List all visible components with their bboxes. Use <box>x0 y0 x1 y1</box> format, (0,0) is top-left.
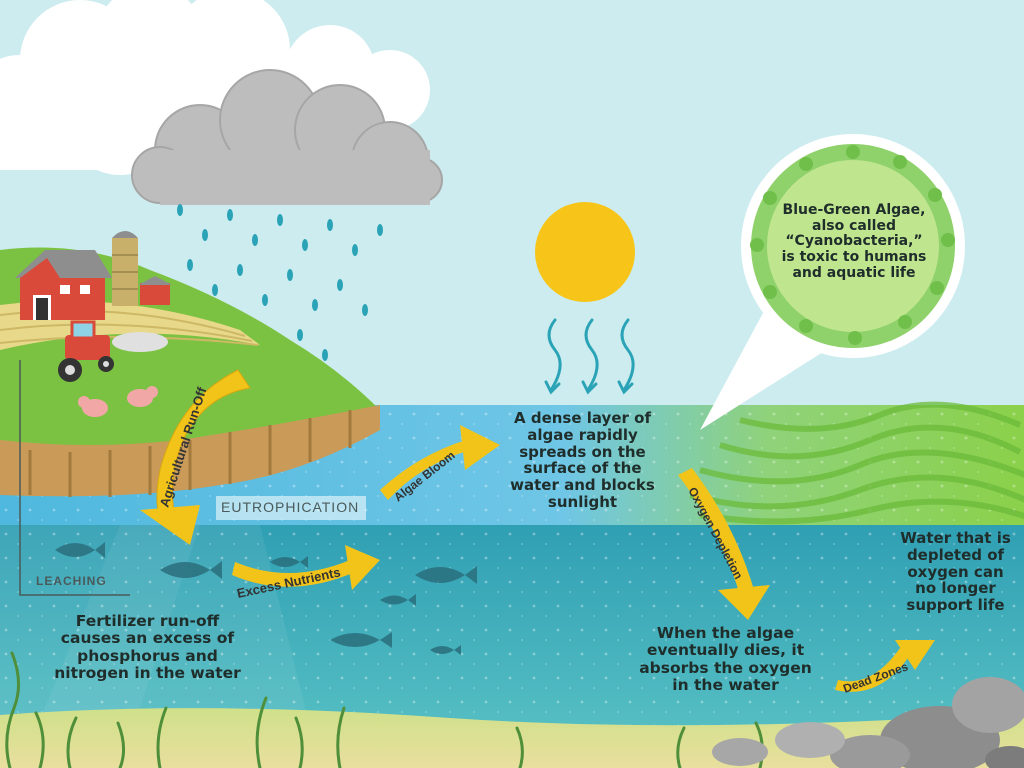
pig-icon <box>78 386 158 417</box>
sand-bottom <box>0 708 1024 768</box>
algae-bloom-patch <box>689 401 1024 525</box>
heat-wave-icon <box>544 318 635 395</box>
rock-icon <box>712 677 1024 768</box>
silo-icon <box>112 231 138 306</box>
algae-cell-icon <box>750 145 955 345</box>
cloud-icon <box>131 69 443 205</box>
cyanobacteria-text: Blue-Green Algae,also called “Cyanobacte… <box>781 202 927 281</box>
leaching-line <box>19 360 130 596</box>
barn-icon <box>15 250 172 320</box>
leaching-tag: LEACHING <box>36 574 107 588</box>
eutrophication-tag-bg <box>216 496 366 520</box>
tractor-icon <box>58 320 168 382</box>
seaweed-icon <box>5 651 764 768</box>
sun-icon <box>535 202 635 302</box>
eutrophication-tag: EUTROPHICATION <box>221 499 360 515</box>
fish-icon <box>55 542 477 655</box>
